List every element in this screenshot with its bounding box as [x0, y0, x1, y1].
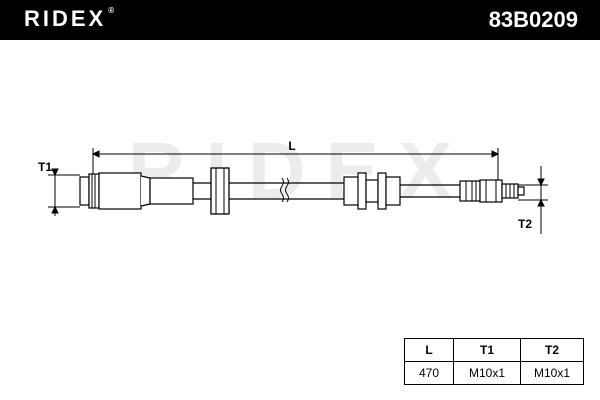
t1-arrow-top — [51, 168, 59, 177]
length-arrow-left — [91, 150, 100, 158]
spec-header-t1: T1 — [453, 338, 521, 362]
t2-arrow-bottom — [537, 198, 545, 207]
spec-table: L T1 T2 470 M10x1 M10x1 — [404, 338, 584, 385]
mounting-bracket — [210, 167, 230, 215]
length-break-mark — [280, 177, 289, 203]
brand-name: RIDEX — [24, 6, 107, 31]
spec-value-row: 470 M10x1 M10x1 — [404, 361, 584, 385]
t1-arrow-bottom — [51, 205, 59, 214]
brake-hose-drawing: RIDEX — [38, 126, 548, 234]
right-fitting — [459, 179, 525, 203]
spec-header-row: L T1 T2 — [404, 338, 584, 362]
spec-header-t2: T2 — [520, 338, 584, 362]
spec-value-t2: M10x1 — [520, 361, 584, 385]
length-arrow-right — [491, 150, 500, 158]
left-fitting — [79, 172, 194, 210]
spec-header-l: L — [404, 338, 454, 362]
header-bar: RIDEX® 83B0209 — [0, 0, 600, 40]
t1-label: T1 — [38, 160, 52, 174]
spec-value-l: 470 — [404, 361, 454, 385]
spec-value-t1: M10x1 — [453, 361, 521, 385]
registered-mark: ® — [108, 6, 115, 15]
right-clamp-rings — [343, 172, 401, 210]
part-number: 83B0209 — [488, 7, 578, 32]
t2-arrow-top — [537, 178, 545, 187]
brand-logo: RIDEX® — [24, 6, 114, 32]
length-label: L — [288, 139, 295, 153]
t2-label: T2 — [518, 217, 532, 231]
